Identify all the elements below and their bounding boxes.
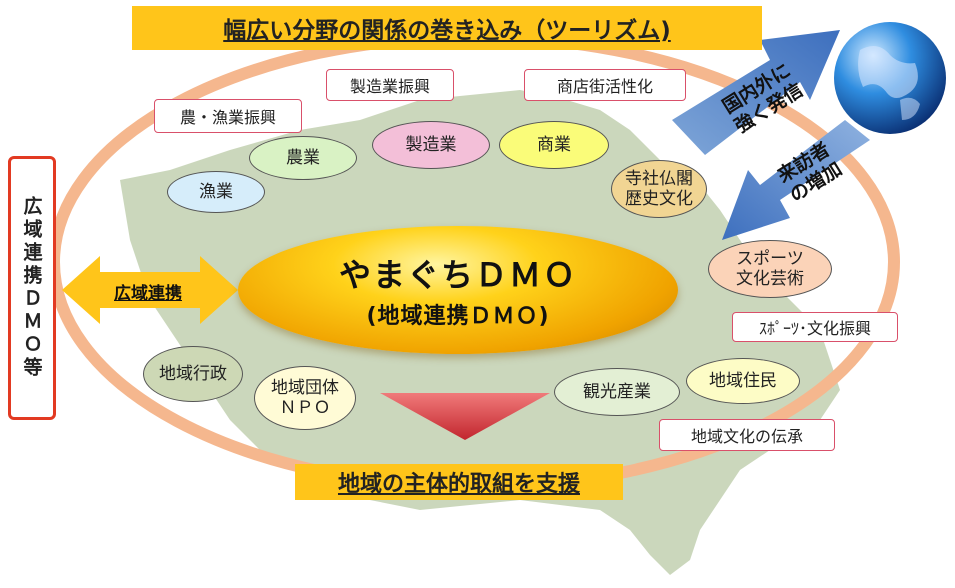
label-agri-fishery-promotion: 農・漁業振興 (154, 99, 302, 133)
node-tourism-industry: 観光産業 (554, 368, 680, 416)
node-sports-arts: スポーツ 文化芸術 (708, 240, 832, 298)
node-commerce: 商業 (499, 121, 609, 169)
node-agriculture: 農業 (249, 136, 357, 180)
support-triangle (380, 393, 550, 440)
side-box: 広域連携ＤＭＯ等 (8, 156, 56, 420)
wide-area-label: 広域連携 (114, 283, 182, 304)
outbound-arrow (672, 30, 840, 155)
top-banner: 幅広い分野の関係の巻き込み（ツーリズム) (132, 6, 762, 50)
center-dmo: やまぐちＤＭＯ (地域連携ＤＭＯ) (238, 226, 678, 354)
node-local-residents: 地域住民 (686, 358, 800, 404)
label-culture-heritage: 地域文化の伝承 (659, 419, 835, 451)
bottom-banner: 地域の主体的取組を支援 (295, 464, 623, 500)
node-temples-line2: 歴史文化 (625, 189, 693, 209)
node-manufacturing: 製造業 (372, 121, 490, 169)
side-box-text: 広域連携ＤＭＯ等 (20, 196, 43, 380)
node-local-government: 地域行政 (143, 346, 243, 402)
dmo-subtitle: (地域連携ＤＭＯ) (366, 304, 550, 329)
node-groups-line2: ＮＰＯ (279, 398, 331, 418)
node-temples-line1: 寺社仏閣 (625, 168, 693, 189)
node-local-groups-npo: 地域団体 ＮＰＯ (254, 366, 356, 430)
dmo-title: やまぐちＤＭＯ (338, 256, 577, 294)
label-manufacturing-promotion: 製造業振興 (326, 69, 454, 101)
label-sports-culture-promotion: ｽﾎﾟｰﾂ･文化振興 (732, 312, 898, 342)
node-sports-line1: スポーツ (736, 248, 804, 269)
node-groups-line1: 地域団体 (271, 377, 339, 398)
node-fishery: 漁業 (167, 171, 265, 213)
inbound-arrow (722, 120, 870, 240)
label-shopping-street: 商店街活性化 (524, 69, 686, 101)
wide-area-arrow (62, 256, 238, 324)
node-sports-line2: 文化芸術 (736, 269, 804, 289)
node-temples-history: 寺社仏閣 歴史文化 (611, 160, 707, 218)
